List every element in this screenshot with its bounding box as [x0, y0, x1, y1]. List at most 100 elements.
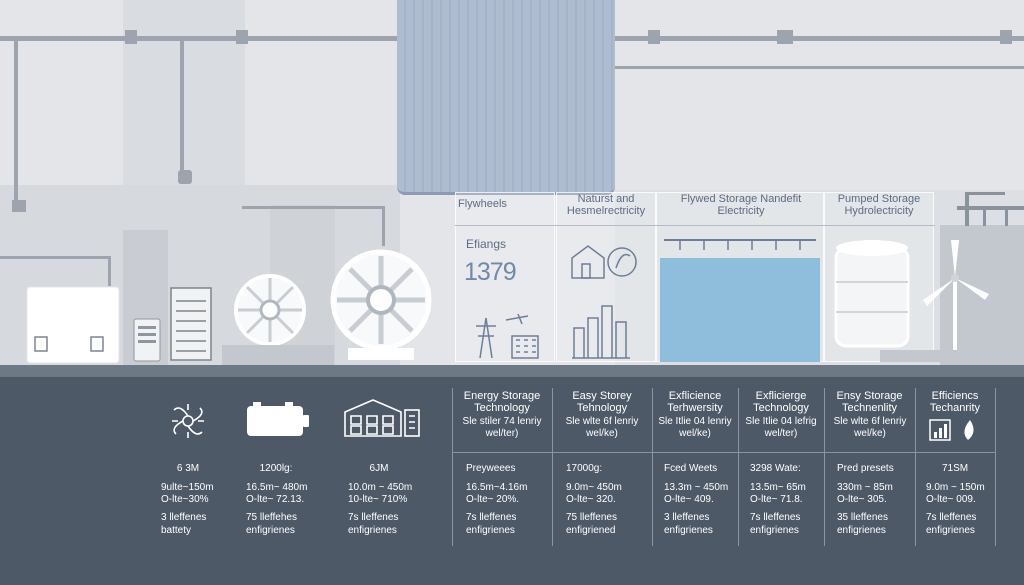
column-header: Easy Storey Tehnology — [572, 390, 632, 414]
column-line: enfigrienes — [466, 525, 515, 536]
column-header: Efficiencs Techanrity — [929, 390, 981, 414]
storage-cylinder-icon — [834, 240, 910, 348]
column-line: enfigriened — [566, 525, 616, 536]
column-divider — [738, 388, 739, 546]
pipe-joint — [1000, 30, 1012, 44]
turbine-fan-icon — [172, 404, 204, 438]
column-header: Exflicience Terhwersity — [667, 390, 723, 414]
column-line: 7s lleffenes — [750, 512, 801, 523]
column-description: Sle wlte 6f lenriy wel/ke) — [565, 416, 639, 439]
power-tower-icon — [476, 313, 539, 359]
metric-value: 1200lg: — [259, 463, 293, 474]
vertical-pipe — [180, 36, 184, 176]
overhead-pipe — [615, 66, 1024, 69]
column-line: enfigrienes — [926, 525, 975, 536]
column-name: Preyweees — [466, 463, 516, 474]
column-line: 7s lleffenes — [926, 512, 977, 523]
column-line: 75 lleffenes — [566, 512, 617, 523]
column-header: Energy Storage Technology — [463, 390, 541, 414]
metric-line: O-lte~30% — [161, 494, 209, 505]
bar-chart-leaf-icon — [929, 419, 974, 441]
column-line: 35 lleffenes — [837, 512, 888, 523]
column-description: Sle Itlie 04 lenriy wel/ke) — [658, 416, 732, 439]
card-header: Flywed Storage Nandefit Electricity — [680, 193, 802, 217]
flywheels-metric-label: Efiangs — [466, 237, 507, 251]
metric-line: enfigrienes — [246, 525, 295, 536]
flywheels-card — [455, 192, 555, 362]
large-flywheel-icon — [330, 249, 432, 360]
column-line: O-lte~ 009. — [926, 494, 976, 505]
column-line: 9.0m ~ 150m — [926, 482, 985, 493]
natural-electricity-card — [556, 192, 656, 362]
metric-line: 10.0m ~ 450m — [348, 482, 413, 493]
vertical-pipe — [382, 206, 385, 246]
sprinkler-rail-icon — [664, 239, 816, 250]
column-line: enfigrienes — [837, 525, 886, 536]
battery-icon — [247, 402, 309, 436]
wind-turbine-icon — [923, 240, 989, 360]
grid-building-icon — [344, 399, 420, 437]
column-divider — [452, 388, 453, 546]
column-name: Pred presets — [837, 463, 894, 474]
horizontal-pipe — [0, 256, 110, 259]
panel-top-strip — [0, 365, 1024, 377]
card-header: Pumped Storage Hydrolectricity — [837, 193, 921, 217]
pipe-joint — [125, 30, 137, 44]
metric-line: 3 lleffenes — [161, 512, 207, 523]
info-panel — [0, 365, 1024, 585]
vertical-pipe — [14, 36, 18, 206]
column-header: Exflicierge Technology — [753, 390, 809, 414]
column-line: O-lte~ 409. — [664, 494, 714, 505]
column-line: enfigrienes — [664, 525, 713, 536]
metric-line: battety — [161, 525, 192, 536]
column-description: Sle wlte 6f lenriy wel/ke) — [833, 416, 907, 439]
column-line: enfigrienes — [750, 525, 799, 536]
horizontal-pipe — [242, 206, 384, 209]
column-divider — [915, 388, 916, 546]
column-divider — [995, 388, 996, 546]
pipe-joint — [236, 30, 248, 44]
metric-value: 6 3M — [176, 463, 200, 474]
metric-line: 10-lte~ 710% — [348, 494, 408, 505]
transformer-cabinet-icon — [26, 286, 120, 364]
storage-tank — [397, 0, 615, 195]
column-line: 16.5m~4.16m — [466, 482, 528, 493]
column-description: Sle stiler 74 lenriy wel/ter) — [462, 416, 542, 439]
metric-line: O-lte~ 72.13. — [246, 494, 305, 505]
column-description: Sle Itlie 04 lefrig wel/ter) — [745, 416, 817, 439]
server-rack-icon — [170, 287, 212, 361]
column-name: Fced Weets — [664, 463, 718, 474]
column-line: 7s lleffenes — [466, 512, 517, 523]
column-line: O-lte~ 305. — [837, 494, 887, 505]
industrial-crane-icon — [957, 192, 1024, 226]
column-header: Ensy Storage Technenlity — [836, 390, 903, 414]
flywheels-metric-value: 1379 — [464, 258, 517, 286]
metric-line: enfigrienes — [348, 525, 397, 536]
machine-base — [222, 345, 334, 365]
column-divider — [552, 388, 553, 546]
column-line: O-lte~ 320. — [566, 494, 616, 505]
vertical-pipe — [108, 256, 111, 286]
metric-line: 9ulte~150m — [161, 482, 214, 493]
card-header-divider — [455, 225, 935, 226]
card-header: Naturst and Hesmelrectricity — [566, 193, 646, 217]
column-divider — [652, 388, 653, 546]
row-divider — [452, 452, 996, 453]
metric-line: 75 lleffehes — [246, 512, 297, 523]
city-skyline-icon — [572, 305, 630, 359]
industrial-scene: Flywheels Naturst and Hesmelrectricity F… — [0, 0, 1024, 365]
column-name: 3298 Wate: — [750, 463, 801, 474]
water-reservoir — [660, 258, 820, 362]
metric-value: 6JM — [369, 463, 389, 474]
pipe-joint — [777, 30, 793, 44]
column-line: 9.0m~ 450m — [566, 482, 622, 493]
column-name: 71SM — [942, 463, 969, 474]
pipe-joint — [12, 200, 26, 212]
column-divider — [824, 388, 825, 546]
metric-line: 7s lleffenes — [348, 512, 399, 523]
house-leaf-icon — [571, 245, 637, 279]
pipe-joint — [648, 30, 660, 44]
column-line: 13.5m~ 65m — [750, 482, 806, 493]
column-line: O-lte~ 20%. — [466, 494, 520, 505]
card-header: Flywheels — [458, 198, 507, 210]
